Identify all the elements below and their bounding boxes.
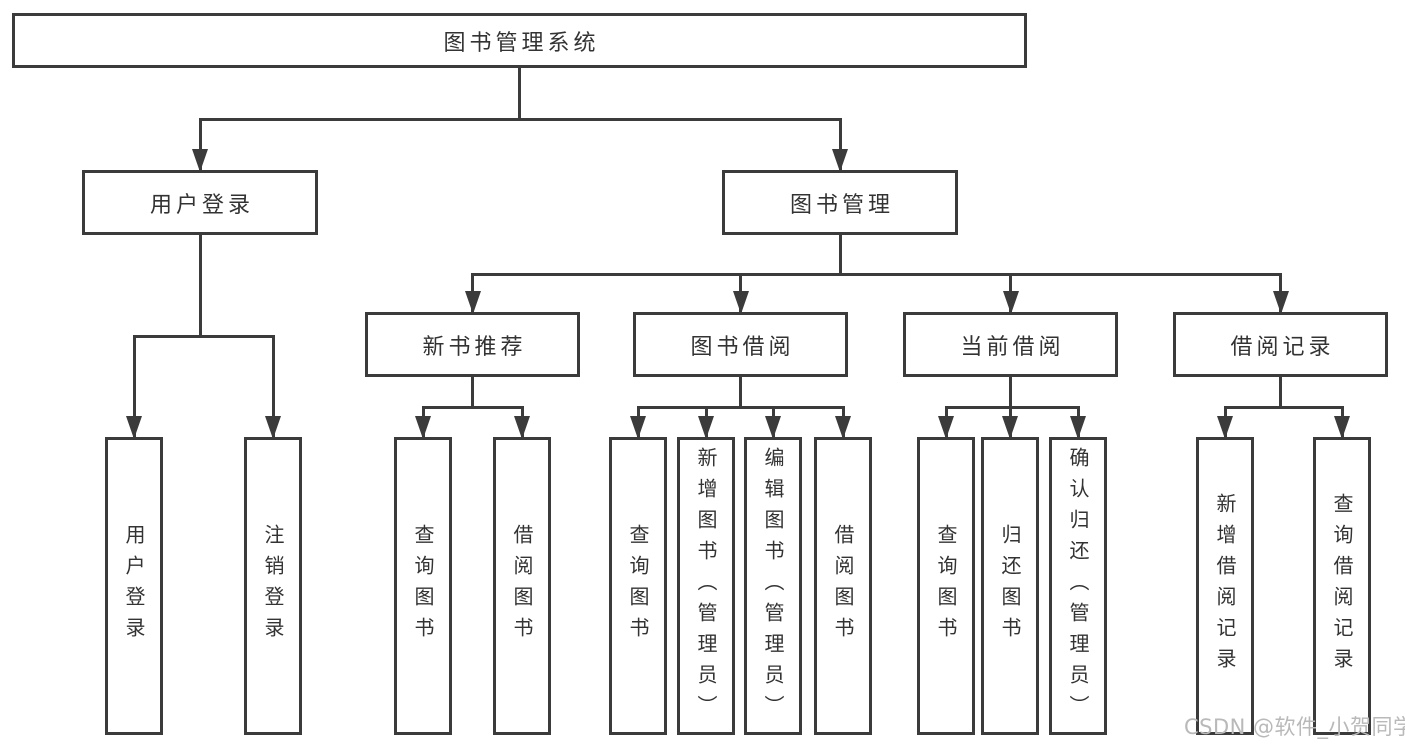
arrow-down-icon (514, 416, 530, 439)
node-label: 借阅图书 (831, 524, 855, 648)
node-borrow-books-recommend: 借阅图书 (493, 437, 551, 735)
node-label: 用户登录 (122, 524, 146, 648)
arrow-down-icon (732, 291, 749, 314)
node-current-borrowing: 当前借阅 (903, 312, 1118, 377)
node-label: 归还图书 (998, 524, 1022, 648)
arrow-down-icon (1334, 416, 1350, 439)
node-logout-action: 注销登录 (244, 437, 302, 735)
node-add-books-admin: 新增图书（管理员） (677, 437, 735, 735)
connector-line (198, 119, 202, 170)
connector-line (198, 233, 202, 338)
arrow-down-icon (938, 416, 954, 439)
node-confirm-return-admin: 确认归还（管理员） (1049, 437, 1107, 735)
node-label: 注销登录 (261, 524, 285, 648)
node-label: 图书借阅 (690, 334, 795, 360)
node-borrow-books-borrowing: 借阅图书 (814, 437, 872, 735)
node-book-borrowing: 图书借阅 (633, 312, 848, 377)
node-label: 查询图书 (626, 524, 650, 648)
connector-line (132, 336, 136, 437)
arrow-down-icon (265, 416, 281, 439)
arrow-down-icon (832, 149, 848, 172)
node-return-books: 归还图书 (981, 437, 1039, 735)
csdn-watermark: CSDN @软件_小贺同学 (1184, 715, 1405, 739)
node-label: 借阅记录 (1230, 334, 1335, 360)
connector-line (132, 334, 275, 338)
node-new-book-recommend: 新书推荐 (365, 312, 580, 377)
node-book-management: 图书管理 (722, 170, 958, 235)
connector-line (1279, 375, 1282, 409)
arrow-down-icon (765, 416, 781, 439)
connector-line (838, 119, 842, 170)
arrow-down-icon (835, 416, 851, 439)
node-add-borrowing-record: 新增借阅记录 (1196, 437, 1254, 735)
connector-line (198, 117, 842, 121)
connector-line (838, 233, 842, 276)
arrow-down-icon (698, 416, 714, 439)
node-label: 借阅图书 (510, 524, 534, 648)
node-label: 当前借阅 (960, 334, 1065, 360)
node-label: 图书管理系统 (443, 30, 600, 56)
arrow-down-icon (1070, 416, 1086, 439)
node-user-login-action: 用户登录 (105, 437, 163, 735)
node-label: 新增图书（管理员） (694, 446, 718, 726)
arrow-down-icon (415, 416, 431, 439)
node-label: 用户登录 (149, 192, 254, 218)
arrow-down-icon (1002, 291, 1019, 314)
connector-line (518, 66, 521, 121)
connector-line (271, 336, 275, 437)
connector-line (1223, 405, 1344, 409)
node-library-system: 图书管理系统 (12, 13, 1027, 68)
node-label: 编辑图书（管理员） (761, 446, 785, 726)
node-query-borrowing-record: 查询借阅记录 (1313, 437, 1371, 735)
arrow-down-icon (630, 416, 646, 439)
connector-line (1009, 375, 1012, 409)
node-label: 图书管理 (789, 192, 894, 218)
connector-line (421, 405, 524, 409)
connector-line (739, 375, 742, 409)
node-edit-books-admin: 编辑图书（管理员） (744, 437, 802, 735)
node-query-books-borrowing: 查询图书 (609, 437, 667, 735)
arrow-down-icon (464, 291, 481, 314)
node-label: 查询图书 (411, 524, 435, 648)
arrow-down-icon (1272, 291, 1289, 314)
node-label: 查询借阅记录 (1330, 493, 1354, 679)
arrow-down-icon (1002, 416, 1018, 439)
connector-line (471, 375, 474, 409)
node-query-books-recommend: 查询图书 (394, 437, 452, 735)
arrow-down-icon (1217, 416, 1233, 439)
node-label: 新增借阅记录 (1213, 493, 1237, 679)
arrow-down-icon (126, 416, 142, 439)
connector-line (636, 405, 845, 409)
connector-line (944, 405, 1080, 409)
node-query-books-current: 查询图书 (917, 437, 975, 735)
node-label: 确认归还（管理员） (1066, 446, 1090, 726)
node-borrowing-records: 借阅记录 (1173, 312, 1388, 377)
connector-line (471, 272, 1282, 276)
node-label: 新书推荐 (422, 334, 527, 360)
node-user-login: 用户登录 (82, 170, 318, 235)
node-label: 查询图书 (934, 524, 958, 648)
arrow-down-icon (192, 149, 208, 172)
